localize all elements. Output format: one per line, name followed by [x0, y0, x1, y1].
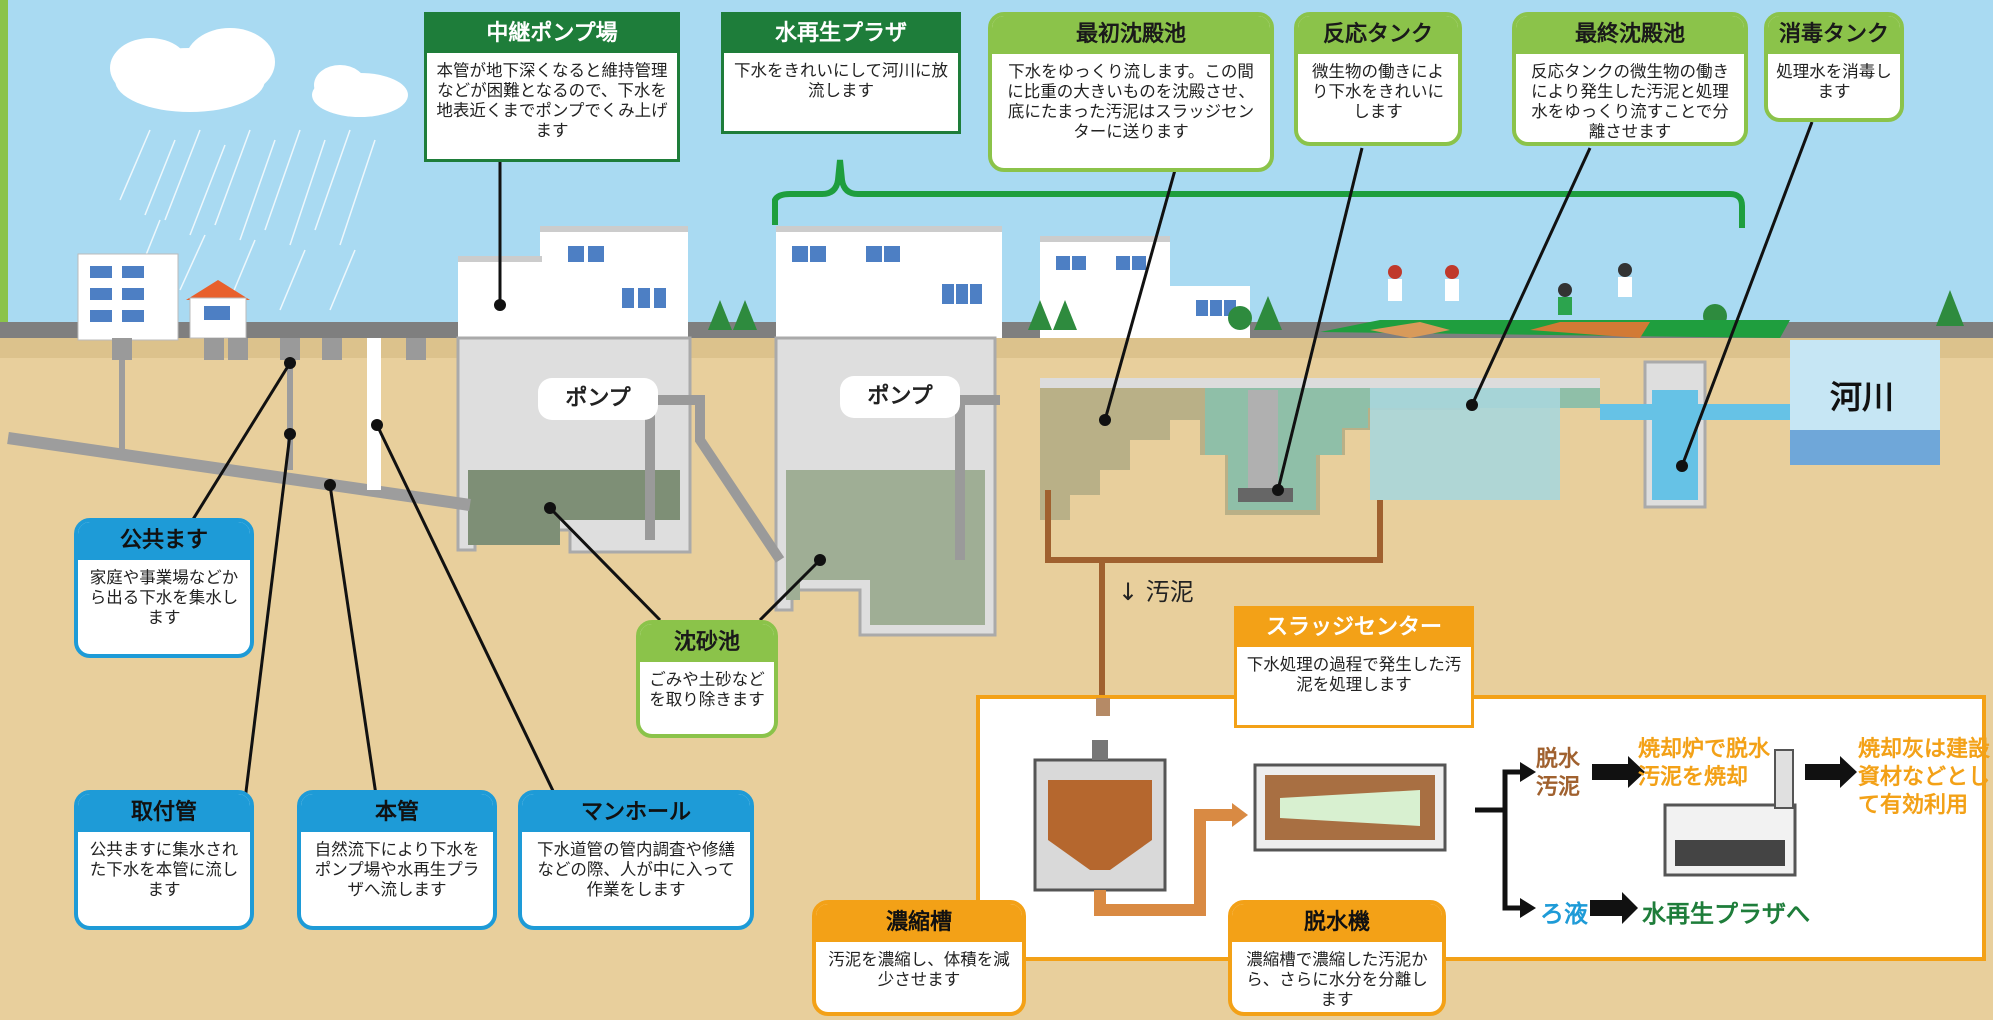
disinfection-desc: 処理水を消毒します — [1776, 62, 1892, 101]
final-tank-box: 最終沈殿池 反応タンクの微生物の働きにより発生した汚泥と処理水をゆっくり流すこと… — [1512, 12, 1748, 146]
public-basin-title: 公共ます — [78, 522, 250, 560]
main-pipe-desc: 自然流下により下水をポンプ場や水再生プラザへ流します — [314, 840, 480, 899]
final-tank-title: 最終沈殿池 — [1516, 16, 1744, 54]
grit-chamber-title: 沈砂池 — [640, 624, 774, 662]
grit-chamber-box: 沈砂池 ごみや土砂などを取り除きます — [636, 620, 778, 738]
sludge-arrow-label: ↓ 汚泥 — [1118, 578, 1194, 606]
dewatering-box: 脱水機 濃縮槽で濃縮した汚泥から、さらに水分を分離します — [1228, 900, 1446, 1016]
to-plaza-label: 水再生プラザへ — [1642, 900, 1810, 928]
ash-reuse-label: 焼却灰は建設資材などとして有効利用 — [1858, 737, 1991, 818]
main-pipe-box: 本管 自然流下により下水をポンプ場や水再生プラザへ流します — [297, 790, 497, 930]
sludge-center-desc: 下水処理の過程で発生した汚泥を処理します — [1246, 655, 1462, 694]
thickener-desc: 汚泥を濃縮し、体積を減少させます — [828, 950, 1010, 989]
primary-tank-title: 最初沈殿池 — [992, 16, 1270, 54]
incineration-label: 焼却炉で脱水汚泥を焼却 — [1638, 737, 1771, 790]
public-basin-desc: 家庭や事業場などから出る下水を集水します — [89, 568, 239, 627]
relay-pump-box: 中継ポンプ場 本管が地下深くなると維持管理などが困難となるので、下水を地表近くま… — [424, 12, 680, 162]
public-basin-box: 公共ます 家庭や事業場などから出る下水を集水します — [74, 518, 254, 658]
main-pipe-title: 本管 — [301, 794, 493, 832]
dewatering-desc: 濃縮槽で濃縮した汚泥から、さらに水分を分離します — [1246, 950, 1428, 1009]
disinfection-title: 消毒タンク — [1768, 16, 1900, 54]
water-plaza-box: 水再生プラザ 下水をきれいにして河川に放流します — [721, 12, 961, 134]
pump-label-1: ポンプ — [538, 378, 658, 420]
manhole-desc: 下水道管の管内調査や修繕などの際、人が中に入って作業をします — [537, 840, 735, 899]
reaction-tank-box: 反応タンク 微生物の働きにより下水をきれいにします — [1294, 12, 1462, 146]
rain-icon — [119, 129, 376, 311]
reaction-tank-desc: 微生物の働きにより下水をきれいにします — [1312, 62, 1444, 121]
sludge-center-box: スラッジセンター 下水処理の過程で発生した汚泥を処理します — [1234, 606, 1474, 728]
dewatered-sludge-label: 脱水汚泥 — [1536, 747, 1581, 800]
filtrate-label: ろ液 — [1540, 900, 1588, 928]
disinfection-box: 消毒タンク 処理水を消毒します — [1764, 12, 1904, 122]
connection-pipe-title: 取付管 — [78, 794, 250, 832]
connection-pipe-desc: 公共ますに集水された下水を本管に流します — [89, 840, 239, 899]
manhole-box: マンホール 下水道管の管内調査や修繕などの際、人が中に入って作業をします — [518, 790, 754, 930]
sludge-center-title: スラッジセンター — [1237, 609, 1471, 647]
water-plaza-desc: 下水をきれいにして河川に放流します — [733, 61, 948, 100]
connection-pipe-box: 取付管 公共ますに集水された下水を本管に流します — [74, 790, 254, 930]
pump-label-2: ポンプ — [840, 376, 960, 418]
manhole-title: マンホール — [522, 794, 750, 832]
final-tank-desc: 反応タンクの微生物の働きにより発生した汚泥と処理水をゆっくり流すことで分離させま… — [1531, 62, 1729, 141]
primary-tank-desc: 下水をゆっくり流します。この間に比重の大きいものを沈殿させ、底にたまった汚泥はス… — [1007, 62, 1255, 141]
primary-tank-box: 最初沈殿池 下水をゆっくり流します。この間に比重の大きいものを沈殿させ、底にたま… — [988, 12, 1274, 172]
dewatering-title: 脱水機 — [1232, 904, 1442, 942]
cloud-icon — [110, 28, 408, 117]
river-label: 河川 — [1830, 378, 1895, 416]
relay-pump-desc: 本管が地下深くなると維持管理などが困難となるので、下水を地表近くまでポンプでくみ… — [436, 61, 668, 140]
reaction-tank-title: 反応タンク — [1298, 16, 1458, 54]
relay-pump-title: 中継ポンプ場 — [427, 15, 677, 53]
water-plaza-title: 水再生プラザ — [724, 15, 958, 53]
grit-chamber-desc: ごみや土砂などを取り除きます — [649, 670, 765, 709]
thickener-box: 濃縮槽 汚泥を濃縮し、体積を減少させます — [812, 900, 1026, 1016]
thickener-title: 濃縮槽 — [816, 904, 1022, 942]
